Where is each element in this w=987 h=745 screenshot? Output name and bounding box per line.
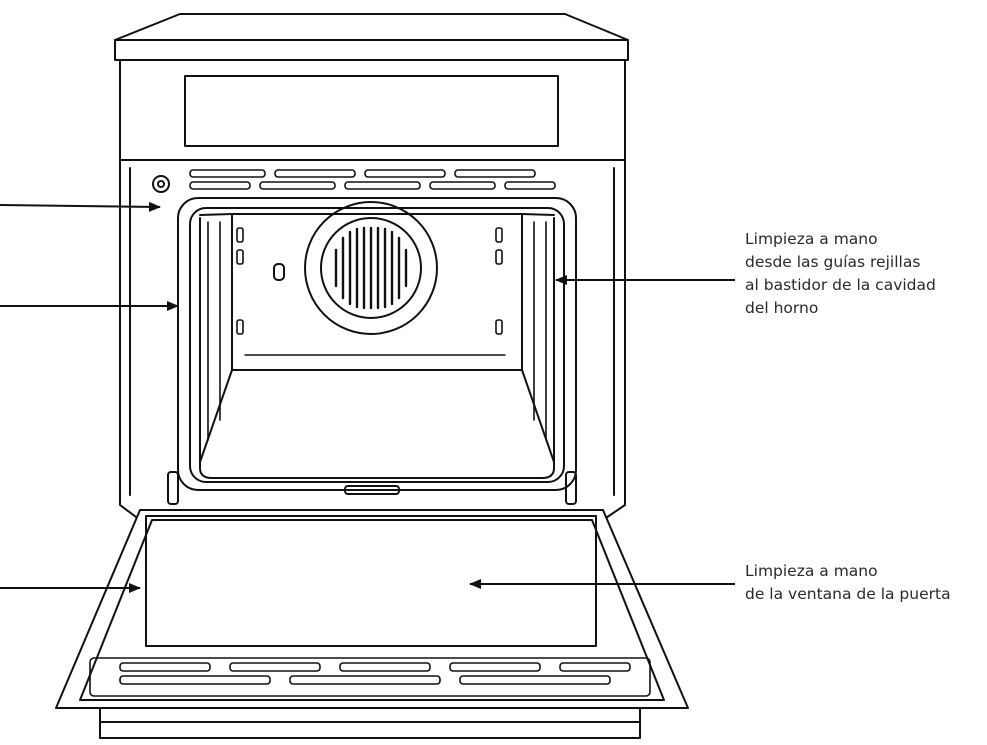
top-vents xyxy=(189,169,556,190)
callout-line: del horno xyxy=(745,299,819,317)
callout-frame-cleaning: Limpieza a mano desde las guías rejillas… xyxy=(745,228,936,320)
callout-line: de la ventana de la puerta xyxy=(745,585,951,603)
convection-fan xyxy=(273,201,438,335)
lamp-icon xyxy=(152,175,170,193)
right-shelf-guide xyxy=(495,221,547,441)
callout-line: desde las guías rejillas xyxy=(745,253,921,271)
oven-front-frame xyxy=(119,159,626,521)
cavity-frame xyxy=(177,197,577,491)
door-hinges xyxy=(167,471,577,505)
left-shelf-guide xyxy=(207,221,244,441)
control-panel xyxy=(119,59,626,161)
display-window xyxy=(184,75,559,147)
cavity-side-walls xyxy=(199,213,555,479)
door-vents xyxy=(89,657,651,697)
door-window xyxy=(145,515,597,647)
open-door xyxy=(55,509,689,709)
arrow-top-frame xyxy=(0,201,161,212)
oven-base xyxy=(99,707,641,739)
callout-line: Limpieza a mano xyxy=(745,562,878,580)
cavity-back-wall xyxy=(231,213,523,371)
callout-door-window-cleaning: Limpieza a mano de la ventana de la puer… xyxy=(745,560,951,606)
callout-line: al bastidor de la cavidad xyxy=(745,276,936,294)
callout-line: Limpieza a mano xyxy=(745,230,878,248)
oven-top-cover xyxy=(114,13,629,61)
